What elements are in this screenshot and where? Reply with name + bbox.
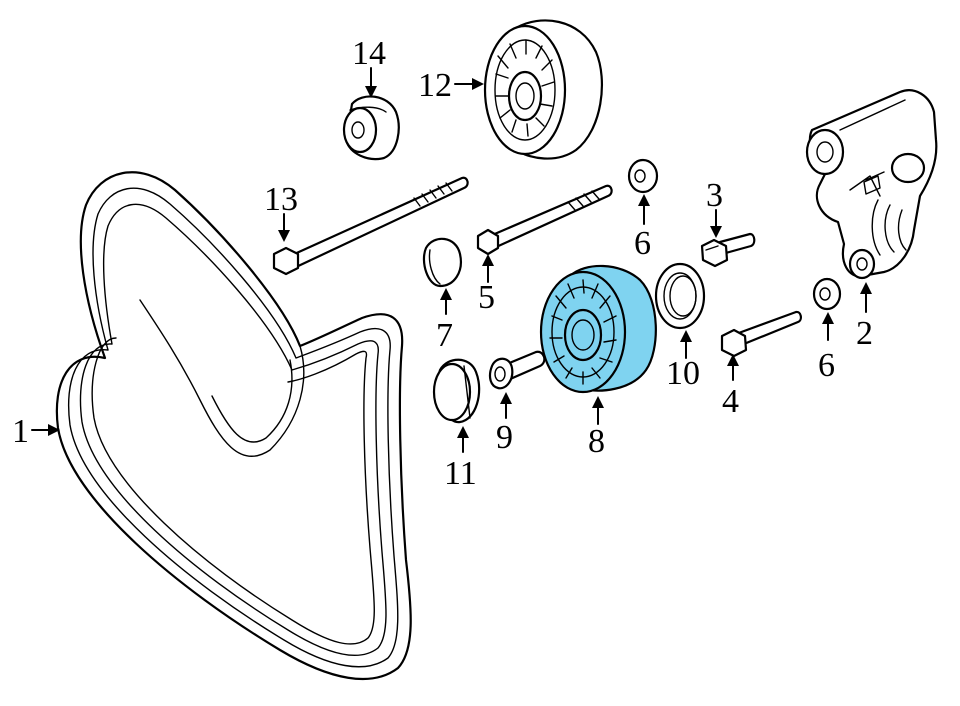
callout-9[interactable]: 9 — [496, 419, 513, 456]
dust-cap-7[interactable] — [422, 237, 462, 288]
callout-3[interactable]: 3 — [706, 177, 723, 214]
callout-13[interactable]: 13 — [264, 181, 298, 218]
callout-2[interactable]: 2 — [856, 315, 873, 352]
callout-4[interactable]: 4 — [722, 383, 739, 420]
callout-8[interactable]: 8 — [588, 423, 605, 460]
leader-lines — [31, 67, 872, 453]
callout-10[interactable]: 10 — [666, 355, 700, 392]
bolt-3[interactable] — [700, 232, 756, 268]
callout-14[interactable]: 14 — [352, 35, 386, 72]
washer-6-upper[interactable] — [627, 158, 659, 194]
small-pulley-14[interactable] — [342, 95, 400, 161]
callout-6-upper[interactable]: 6 — [634, 225, 651, 262]
belt-tensioner[interactable] — [805, 89, 938, 280]
washer-6-lower[interactable] — [812, 277, 842, 311]
callout-11[interactable]: 11 — [444, 455, 477, 492]
callout-1[interactable]: 1 — [12, 413, 29, 450]
callout-5[interactable]: 5 — [478, 279, 495, 316]
bolt-4[interactable] — [720, 310, 802, 358]
idler-pulley-12[interactable] — [483, 19, 603, 160]
callout-7[interactable]: 7 — [436, 317, 453, 354]
bolt-13[interactable] — [272, 176, 469, 276]
callout-6-lower[interactable]: 6 — [818, 347, 835, 384]
bolt-5[interactable] — [476, 184, 613, 256]
callout-labels: 1 2 3 4 5 6 6 7 8 9 10 11 12 13 14 — [12, 35, 873, 492]
idler-pulley-8[interactable] — [539, 264, 657, 394]
bolt-9[interactable] — [488, 350, 546, 390]
spacer-ring-10[interactable] — [654, 262, 706, 330]
callout-12[interactable]: 12 — [418, 67, 452, 104]
spacer-11[interactable] — [432, 358, 481, 424]
serpentine-belt[interactable] — [55, 171, 412, 680]
